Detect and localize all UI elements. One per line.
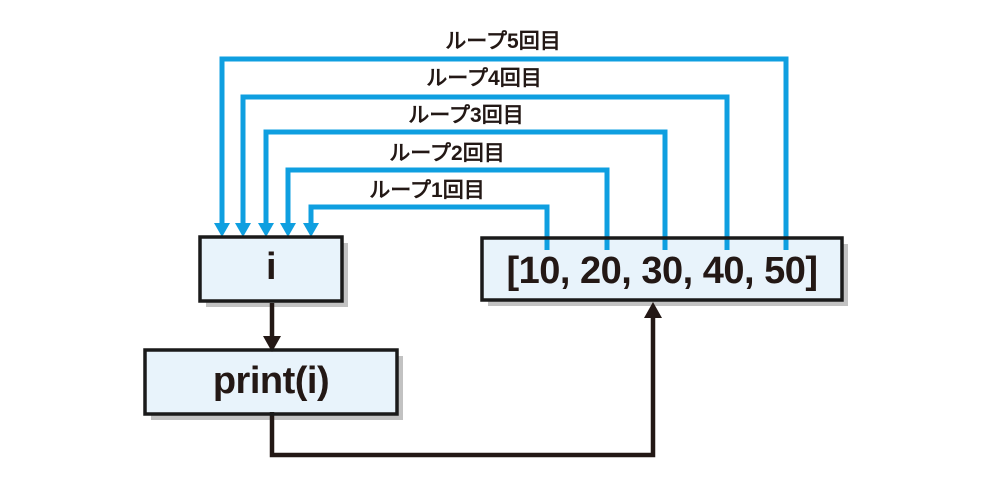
loop-4-arrow [240,94,730,250]
loop-2-label: ループ2回目 [389,142,505,165]
loop-2-arrow [285,167,610,250]
loop-4-arrowhead [235,223,251,237]
print-box [143,348,399,416]
loop-3-arrowhead [258,223,274,237]
loop-3-label: ループ3回目 [408,104,524,127]
loop-2-arrowhead [280,223,296,237]
loop-5-arrowhead [214,223,230,237]
print-box-fill [145,350,397,414]
print-to-list-arrowhead [644,302,662,318]
loop-5-arrow [219,56,789,250]
flow-arrows [263,302,662,458]
variable-to-print-arrowhead [263,336,281,352]
loop-5-label: ループ5回目 [445,30,561,53]
print-to-list-feedback-arrow [269,317,656,458]
loop-arrows [214,56,789,250]
box-fills [145,237,842,414]
list-box [480,236,844,302]
variable-box [198,235,344,303]
loop-1-arrowhead [303,223,319,237]
variable-box-fill [200,237,342,301]
loop-4-label: ループ4回目 [426,67,542,90]
list-box-fill [482,238,842,300]
loop-1-label: ループ1回目 [369,179,485,202]
box-borders [143,235,844,416]
loop-1-arrow [308,204,550,250]
loop-3-arrow [263,129,668,250]
